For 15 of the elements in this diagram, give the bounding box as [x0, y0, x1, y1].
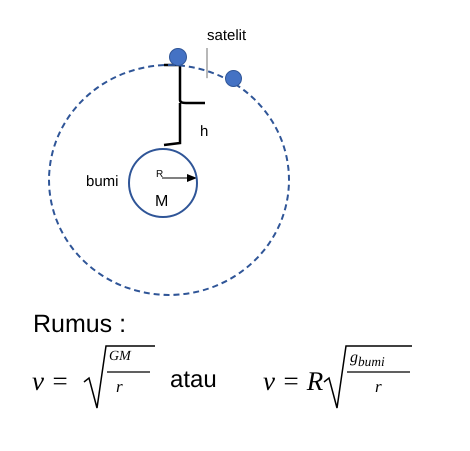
radius-label: R	[156, 170, 164, 180]
satellite-dot	[169, 48, 187, 66]
satellite-label: satelit	[207, 28, 246, 43]
numerator: GM	[109, 350, 131, 364]
planet-name: bumi	[86, 174, 119, 189]
connector-word: atau	[170, 368, 217, 392]
mass-label: M	[155, 194, 168, 210]
numerator: g$_{bumi}$	[350, 350, 385, 369]
heading: Rumus :	[33, 312, 126, 337]
dimension-label: h	[200, 124, 208, 139]
denominator: r	[116, 378, 123, 395]
formula-term: v = R	[263, 368, 324, 395]
leader-line	[206, 48, 208, 78]
formula-term: v =	[32, 368, 69, 395]
denominator: r	[375, 378, 382, 395]
